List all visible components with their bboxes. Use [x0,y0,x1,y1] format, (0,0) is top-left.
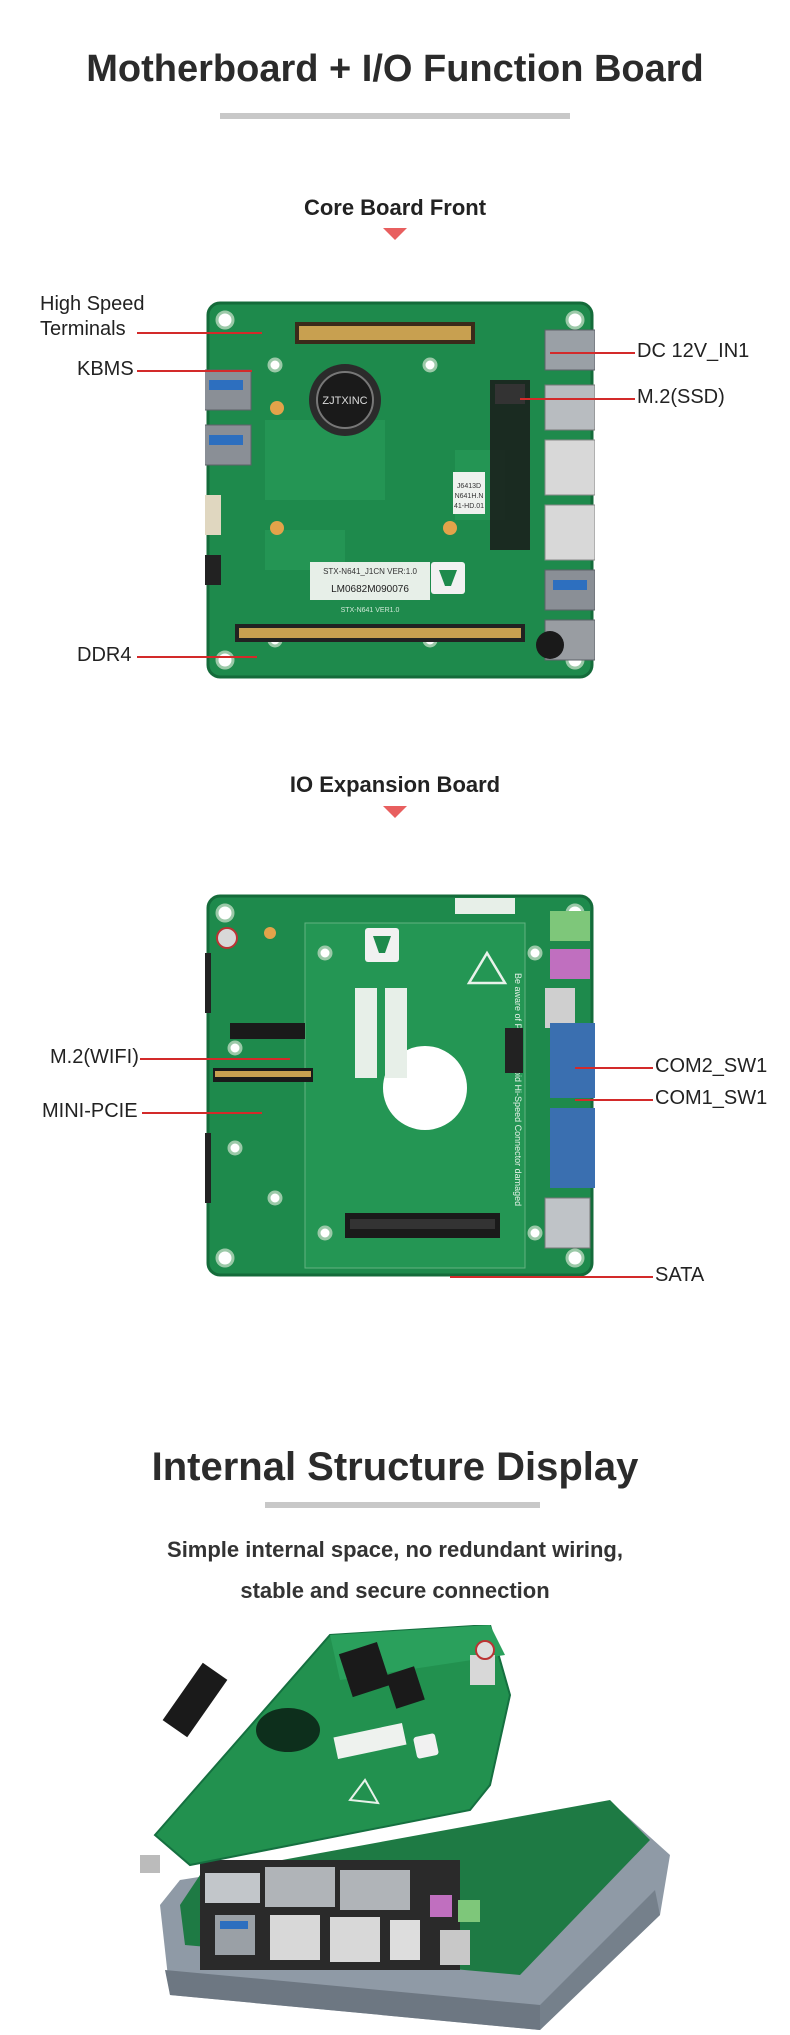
io-board-image: Be aware of PLUG to avoid Hi-Speed Conne… [199,893,595,1278]
callout-com2: COM2_SW1 [655,1055,768,1077]
leader-line [575,1099,653,1101]
svg-text:J6413D: J6413D [457,483,481,490]
board-text-3: STX-N641 VER1.0 [341,607,400,614]
battery-label: ZJTXINC [322,395,367,407]
svg-text:41-HD.01: 41-HD.01 [454,503,484,510]
page-title: Motherboard + I/O Function Board [86,48,704,90]
callout-high-speed: High Speed Terminals [40,292,145,342]
leader-line [520,398,635,400]
leader-line [575,1067,653,1069]
warning-text: Be aware of PLUG to avoid Hi-Speed Conne… [513,973,523,1206]
title-underline [220,113,570,119]
callout-high-speed-line2: Terminals [40,318,126,340]
callout-com1: COM1_SW1 [655,1087,768,1109]
callout-m2-wifi: M.2(WIFI) [50,1046,139,1068]
callout-high-speed-line1: High Speed [40,293,145,315]
board-text-1: STX-N641_J1CN VER:1.0 [323,567,417,576]
internal-subtitle-1: Simple internal space, no redundant wiri… [167,1537,623,1562]
internal-title: Internal Structure Display [151,1445,639,1489]
io-board-label: IO Expansion Board [289,772,501,797]
callout-dc-in: DC 12V_IN1 [637,340,750,362]
callout-kbms: KBMS [77,358,134,380]
leader-line [137,370,252,372]
callout-mini-pcie: MINI-PCIE [42,1100,138,1122]
board-text-2: LM0682M090076 [331,584,409,595]
internal-structure-image [140,1623,670,2030]
callout-sata: SATA [655,1264,705,1286]
leader-line [450,1276,653,1278]
down-arrow-icon [383,228,407,240]
down-arrow-icon [383,806,407,818]
leader-line [137,332,262,334]
svg-text:N641H.N: N641H.N [455,493,484,500]
core-board-label: Core Board Front [303,195,487,220]
callout-ddr4: DDR4 [77,644,132,666]
leader-line [137,656,257,658]
core-board-image: ZJTXINC J6413D N641H.N 41-HD.01 STX-N641… [200,300,596,680]
leader-line [140,1058,290,1060]
internal-subtitle-2: stable and secure connection [240,1578,550,1603]
callout-m2-ssd: M.2(SSD) [637,386,725,408]
title-underline [265,1502,540,1508]
leader-line [142,1112,262,1114]
leader-line [550,352,635,354]
